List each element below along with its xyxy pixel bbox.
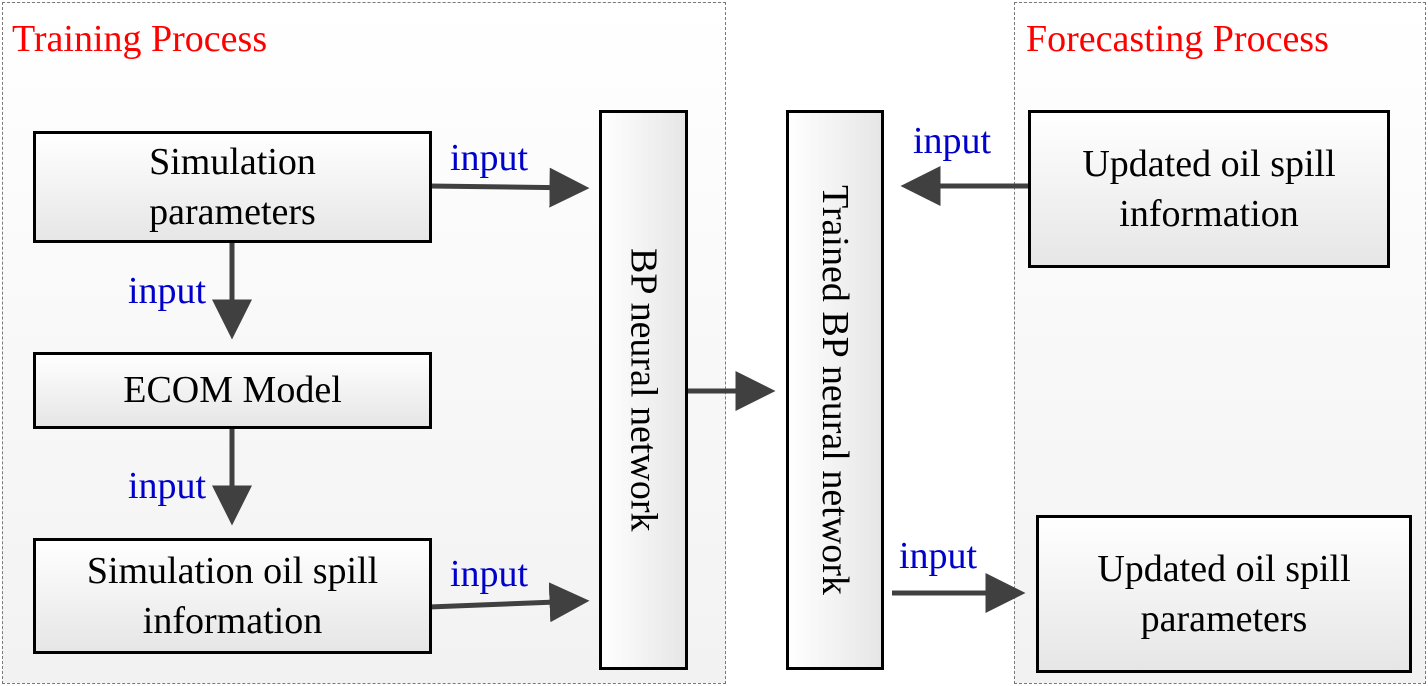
arrow-info-to-bp	[428, 582, 590, 623]
simulation-oil-spill-information-label: Simulation oil spill information	[86, 549, 379, 642]
arrow-params-to-bp	[428, 167, 590, 208]
ecom-model-label: ECOM Model	[123, 369, 342, 412]
edge-label-trained-to-updated-params: input	[899, 535, 978, 577]
edge-label-info-to-bp: input	[450, 553, 529, 595]
updated-oil-spill-information-label: Updated oil spill information	[1082, 142, 1336, 235]
ecom-model-box: ECOM Model	[33, 352, 432, 429]
edge-label-updated-info-to-trained: input	[913, 120, 992, 162]
updated-oil-spill-parameters-box: Updated oil spill parameters	[1036, 515, 1412, 673]
updated-oil-spill-information-box: Updated oil spill information	[1028, 110, 1390, 268]
simulation-parameters-label: Simulation parameters	[149, 140, 316, 233]
forecasting-process-title: Forecasting Process	[1026, 18, 1329, 60]
bp-neural-network-box: BP neural network	[599, 110, 688, 670]
updated-oil-spill-parameters-label: Updated oil spill parameters	[1097, 547, 1351, 640]
edge-label-params-to-ecom: input	[128, 270, 207, 312]
simulation-oil-spill-information-box: Simulation oil spill information	[33, 538, 432, 654]
trained-bp-neural-network-label: Trained BP neural network	[814, 185, 856, 595]
trained-bp-neural-network-box: Trained BP neural network	[786, 110, 884, 670]
simulation-parameters-box: Simulation parameters	[33, 131, 432, 243]
training-process-title: Training Process	[12, 18, 268, 60]
edge-label-ecom-to-info: input	[128, 465, 207, 507]
edge-label-params-to-bp: input	[450, 137, 529, 179]
bp-neural-network-label: BP neural network	[622, 248, 665, 532]
